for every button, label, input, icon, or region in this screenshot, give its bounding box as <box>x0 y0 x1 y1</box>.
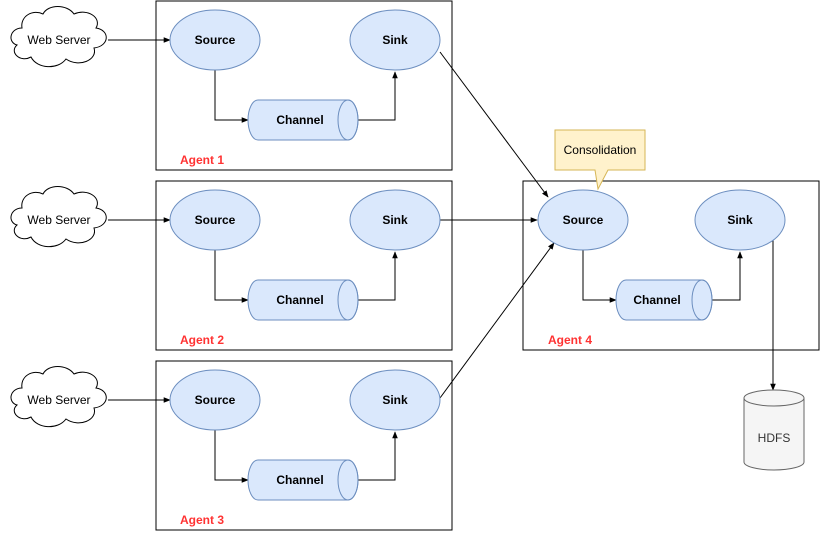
agent-3-channel-node <box>247 459 359 501</box>
hdfs-storage: HDFS <box>743 389 805 471</box>
agent-3-source-label: Source <box>195 393 236 407</box>
agent-1-sink-node <box>349 9 441 71</box>
web-server-1-label: Web Server <box>27 33 90 47</box>
agent-3-channel-label: Channel <box>276 473 323 487</box>
database-icon <box>743 389 805 471</box>
cloud-icon <box>10 366 107 428</box>
cloud-icon <box>10 186 107 248</box>
agent-4-channel-label: Channel <box>633 293 680 307</box>
agent-2-channel-node <box>247 279 359 321</box>
agent-1-channel-node <box>247 99 359 141</box>
agent-1-sink-label: Sink <box>382 33 408 47</box>
agent-4-channel-node <box>615 279 713 321</box>
agent-2-sink-node <box>349 189 441 251</box>
cloud-icon <box>10 6 107 68</box>
edge-agent3-sink-agent4 <box>439 242 555 399</box>
edge-agent3-channel-sink <box>358 431 398 481</box>
agent-1-channel-label: Channel <box>276 113 323 127</box>
agent-1-source-node <box>169 9 261 71</box>
edge-agent1-source-channel <box>214 70 249 123</box>
edge-agent4-source-channel <box>582 250 617 303</box>
agent-4-source-node <box>537 189 629 251</box>
agent-3-source-node <box>169 369 261 431</box>
edge-agent3-source-channel <box>214 430 249 483</box>
agent-4-name: Agent 4 <box>548 333 592 347</box>
agent-1-source-label: Source <box>195 33 236 47</box>
web-server-3: Web Server <box>10 366 107 428</box>
agent-2-channel-label: Channel <box>276 293 323 307</box>
edge-agent1-channel-sink <box>358 71 398 121</box>
agent-2-name: Agent 2 <box>180 333 224 347</box>
agent-3-name: Agent 3 <box>180 513 224 527</box>
agent-4-sink-label: Sink <box>727 213 753 227</box>
edge-agent1-sink-agent4 <box>439 51 549 198</box>
web-server-2: Web Server <box>10 186 107 248</box>
web-server-2-label: Web Server <box>27 213 90 227</box>
agent-3-sink-node <box>349 369 441 431</box>
agent-2-source-node <box>169 189 261 251</box>
edge-agent2-source-channel <box>214 250 249 303</box>
agent-4-source-label: Source <box>563 213 604 227</box>
agent-2-sink-label: Sink <box>382 213 408 227</box>
agent-3-sink-label: Sink <box>382 393 408 407</box>
consolidation-label: Consolidation <box>564 143 637 157</box>
edge-agent4-channel-sink <box>712 251 743 301</box>
web-server-1: Web Server <box>10 6 107 68</box>
agent-1-name: Agent 1 <box>180 153 224 167</box>
consolidation-callout: Consolidation <box>554 129 646 191</box>
edge-agent2-channel-sink <box>358 251 398 301</box>
hdfs-label: HDFS <box>758 431 791 445</box>
web-server-3-label: Web Server <box>27 393 90 407</box>
agent-4-sink-node <box>694 189 786 251</box>
agent-2-source-label: Source <box>195 213 236 227</box>
